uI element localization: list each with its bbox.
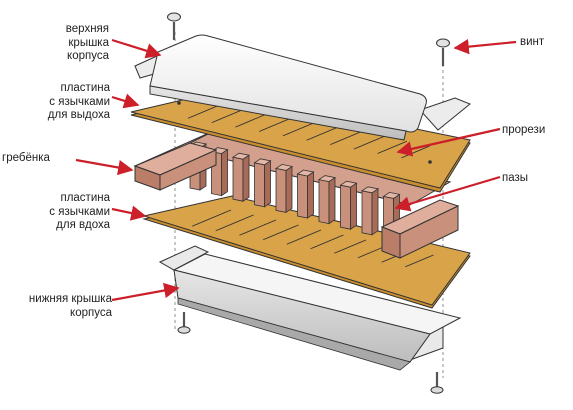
inhale-reed-slot	[262, 224, 299, 241]
arrow-grooves	[394, 175, 501, 212]
comb-tooth-top	[274, 163, 294, 171]
comb-tooth-top	[296, 169, 315, 177]
label-exhale-reed-plate: пластина с язычками для выдоха	[47, 82, 110, 121]
inhale-reed-slot	[334, 239, 367, 254]
comb-tooth-top	[253, 158, 272, 166]
comb-tooth	[361, 190, 373, 236]
inhale-reed-slot	[405, 254, 434, 268]
label-screw: винт	[520, 36, 545, 48]
comb-tooth-side	[242, 154, 250, 202]
inhale-reed-slot	[191, 209, 232, 227]
comb-tooth	[254, 162, 265, 208]
arrow-slots	[396, 127, 501, 157]
top-left-screw-icon	[167, 12, 181, 40]
comb-tooth-side	[221, 148, 228, 197]
top-right-screw-icon	[436, 38, 450, 66]
label-comb: гребёнка	[2, 152, 50, 164]
exhale-reed-slot	[353, 135, 385, 150]
label-top-cover: верхняя крышка корпуса	[65, 23, 109, 62]
arrow-exhale-plate	[111, 93, 140, 109]
comb-tooth	[340, 184, 351, 230]
arrow-screw	[453, 38, 517, 55]
comb-tooth-top	[317, 175, 337, 183]
comb-tooth-side	[371, 188, 379, 236]
comb-tooth-top	[339, 180, 358, 188]
inhale-reed-plate	[142, 195, 471, 309]
comb-tooth	[318, 179, 330, 225]
comb-tooth	[297, 173, 308, 219]
inhale-reed-slot	[310, 234, 344, 250]
comb-tooth	[232, 156, 244, 202]
label-grooves: пазы	[502, 172, 529, 184]
bottom-right-screw-icon	[430, 372, 444, 394]
arrow-inhale-plate	[111, 205, 147, 221]
arrow-top-cover	[111, 38, 162, 59]
comb-tooth-top	[360, 186, 380, 194]
inhale-reed-slot	[239, 219, 277, 236]
comb-tooth-side	[264, 160, 271, 208]
top-cover	[134, 34, 471, 141]
inhale-reed-slot	[286, 229, 322, 245]
comb-tooth-side	[350, 182, 357, 230]
bottom-cover	[158, 245, 462, 371]
label-bottom-cover: нижняя крышка корпуса	[28, 293, 112, 319]
arrow-comb	[75, 158, 134, 176]
comb-tooth-top	[231, 152, 251, 160]
pointer-arrows	[75, 38, 517, 302]
label-inhale-reed-plate: пластина с язычками для вдоха	[49, 192, 110, 231]
label-slots: прорези	[502, 124, 546, 136]
comb-tooth	[275, 167, 287, 213]
arrow-bottom-cover	[111, 282, 180, 302]
comb-tooth-side	[328, 176, 336, 225]
inhale-reed-slot	[215, 214, 254, 232]
bottom-left-screw-icon	[177, 312, 191, 334]
comb-tooth-side	[285, 165, 293, 214]
comb-tooth-side	[307, 171, 314, 219]
